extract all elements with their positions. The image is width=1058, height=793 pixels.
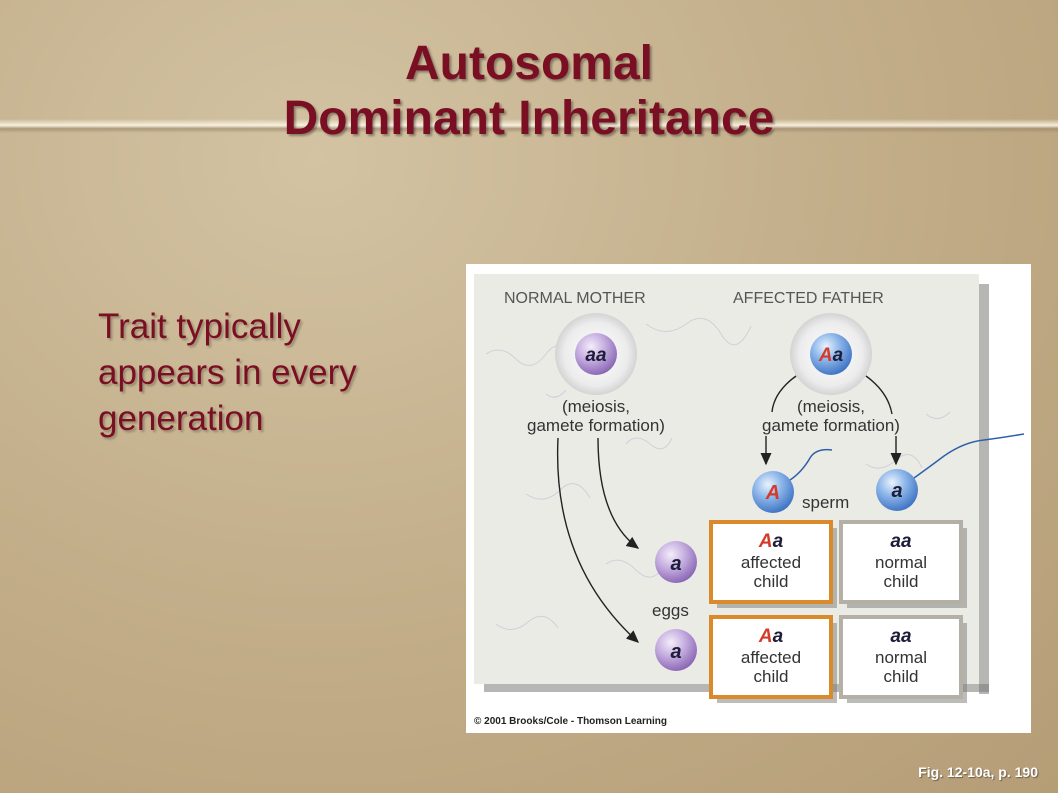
copyright-text: © 2001 Brooks/Cole - Thomson Learning: [474, 716, 667, 727]
father-genotype: Aa: [818, 345, 844, 366]
arrow-to-egg-1: [597, 437, 640, 549]
child-bl-genotype: Aa: [758, 626, 784, 647]
child-bl-dominant: A: [758, 626, 773, 647]
child-tl-genotype: Aa: [758, 531, 784, 552]
child-br-label-2: child: [884, 667, 919, 686]
sperm-2: [876, 469, 918, 511]
sperm-2-allele: a: [891, 480, 902, 502]
bullet-text: Trait typically appears in every generat…: [98, 304, 438, 442]
child-box-bottom-right: aa normal child: [839, 615, 967, 703]
mother-meiosis-line-1: (meiosis,: [562, 397, 630, 416]
child-tr-label-1: normal: [875, 553, 927, 572]
mother-genotype: aa: [585, 345, 607, 366]
egg-2: [655, 629, 697, 671]
father-allele-dominant: A: [818, 345, 833, 366]
mother-label: NORMAL MOTHER: [504, 290, 646, 307]
father-arc-right: [865, 375, 893, 415]
egg-2-allele: a: [670, 641, 681, 663]
bullet-line-1: Trait typically: [98, 307, 301, 346]
decorative-divider: [0, 119, 1058, 133]
child-tl-dominant: A: [758, 531, 773, 552]
bullet-line-2: appears in every: [98, 353, 357, 392]
child-br-genotype: aa: [890, 626, 912, 647]
child-tr-genotype: aa: [890, 531, 912, 552]
slide-title: Autosomal Dominant Inheritance: [0, 36, 1058, 146]
father-meiosis-line-1: (meiosis,: [797, 397, 865, 416]
child-box-top-right: aa normal child: [839, 520, 967, 608]
child-tr-label-2: child: [884, 572, 919, 591]
father-label: AFFECTED FATHER: [733, 290, 884, 307]
panel-shadow-right: [979, 284, 989, 694]
child-br-label-1: normal: [875, 648, 927, 667]
inheritance-diagram: NORMAL MOTHER AFFECTED FATHER aa Aa (mei…: [474, 274, 1025, 727]
child-tl-recessive: a: [773, 531, 784, 552]
child-tl-label-2: child: [754, 572, 789, 591]
father-allele-recessive: a: [833, 345, 844, 366]
title-line-1: Autosomal: [404, 37, 653, 90]
child-tl-label-1: affected: [741, 553, 801, 572]
child-box-bottom-left: Aa affected child: [709, 615, 837, 703]
child-bl-label-1: affected: [741, 648, 801, 667]
sperm-label: sperm: [802, 493, 849, 512]
sperm-1-allele: A: [765, 482, 780, 504]
child-bl-recessive: a: [773, 626, 784, 647]
sperm-1-tail: [789, 448, 833, 481]
title-line-2: Dominant Inheritance: [283, 92, 775, 145]
father-nucleus: [810, 333, 852, 375]
father-arc-left: [771, 375, 797, 413]
inheritance-figure: NORMAL MOTHER AFFECTED FATHER aa Aa (mei…: [466, 264, 1031, 733]
sperm-2-tail: [913, 433, 1025, 479]
egg-1-allele: a: [670, 553, 681, 575]
arrow-to-egg-2: [556, 437, 640, 643]
mother-nucleus: [575, 333, 617, 375]
figure-caption: Fig. 12-10a, p. 190: [918, 764, 1038, 780]
sperm-1: [752, 471, 794, 513]
bullet-line-3: generation: [98, 399, 264, 438]
child-bl-label-2: child: [754, 667, 789, 686]
eggs-label: eggs: [652, 601, 689, 620]
child-box-top-left: Aa affected child: [709, 520, 837, 608]
mother-meiosis-line-2: gamete formation): [527, 416, 665, 435]
father-meiosis-line-2: gamete formation): [762, 416, 900, 435]
egg-1: [655, 541, 697, 583]
